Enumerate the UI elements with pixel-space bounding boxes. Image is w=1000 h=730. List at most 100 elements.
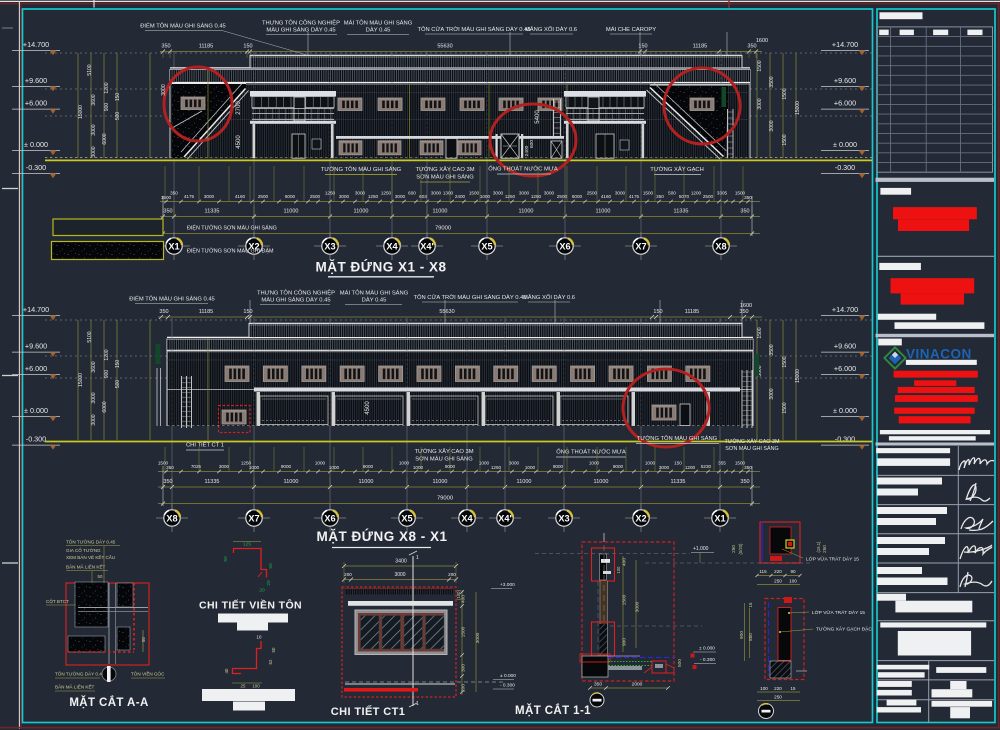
svg-text:MÁI CHE CAROPY: MÁI CHE CAROPY xyxy=(606,26,656,33)
svg-text:MÀU GHI SÁNG DÀY 0.45: MÀU GHI SÁNG DÀY 0.45 xyxy=(266,27,335,34)
svg-text:6000: 6000 xyxy=(102,401,108,412)
svg-text:3000: 3000 xyxy=(91,124,97,135)
svg-text:3000: 3000 xyxy=(431,191,442,196)
svg-text:15000: 15000 xyxy=(78,105,84,119)
svg-text:TÔN VIỀN GÓC: TÔN VIỀN GÓC xyxy=(131,671,165,677)
svg-text:SƠN MÀU GHI SÁNG: SƠN MÀU GHI SÁNG xyxy=(415,456,473,463)
svg-text:SƠN MÀU GHI SÁNG: SƠN MÀU GHI SÁNG xyxy=(725,445,778,452)
svg-text:BẢN MÃ LIÊN KẾT: BẢN MÃ LIÊN KẾT xyxy=(66,563,106,570)
svg-text:TƯỜNG XÂY CAO 3M: TƯỜNG XÂY CAO 3M xyxy=(414,448,473,455)
svg-text:X3: X3 xyxy=(324,241,335,251)
svg-text:150: 150 xyxy=(243,44,252,50)
svg-text:300: 300 xyxy=(461,664,467,672)
svg-text:DÀY 0.45: DÀY 0.45 xyxy=(366,27,391,34)
svg-text:X8: X8 xyxy=(715,241,726,251)
svg-text:1500: 1500 xyxy=(782,356,788,367)
svg-text:3400: 3400 xyxy=(395,559,407,565)
svg-text:400: 400 xyxy=(622,558,628,566)
svg-text:350: 350 xyxy=(747,44,756,50)
svg-text:350: 350 xyxy=(163,209,172,215)
svg-text:1500: 1500 xyxy=(782,402,788,413)
svg-text:2700: 2700 xyxy=(236,101,242,115)
svg-text:1250: 1250 xyxy=(368,194,379,199)
svg-text:11185: 11185 xyxy=(693,44,707,50)
svg-text:15000: 15000 xyxy=(795,369,801,383)
svg-text:600: 600 xyxy=(529,140,535,148)
svg-text:+14.700: +14.700 xyxy=(23,305,49,314)
svg-text:+6.000: +6.000 xyxy=(834,364,856,373)
svg-text:3000: 3000 xyxy=(219,464,230,469)
svg-text:3000: 3000 xyxy=(91,146,97,157)
svg-text:350: 350 xyxy=(170,191,178,196)
svg-text:2500: 2500 xyxy=(557,194,568,199)
svg-text:ĐIỆN TƯỜNG SƠN MÀU GHI ĐẬM: ĐIỆN TƯỜNG SƠN MÀU GHI ĐẬM xyxy=(187,247,274,255)
svg-text:MẶT ĐỨNG X1 - X8: MẶT ĐỨNG X1 - X8 xyxy=(316,260,447,275)
svg-text:500: 500 xyxy=(668,191,676,196)
svg-text:100: 100 xyxy=(252,684,260,689)
svg-text:1500: 1500 xyxy=(735,191,746,196)
svg-text:1600: 1600 xyxy=(740,303,752,309)
svg-text:9000: 9000 xyxy=(553,464,564,469)
svg-text:1500: 1500 xyxy=(643,191,654,196)
svg-text:1500: 1500 xyxy=(782,88,788,99)
svg-text:350: 350 xyxy=(161,44,170,50)
svg-text:350: 350 xyxy=(159,309,168,315)
svg-text:7025: 7025 xyxy=(191,464,202,469)
svg-text:2500: 2500 xyxy=(703,194,714,199)
svg-text:X1: X1 xyxy=(714,513,725,523)
svg-text:79000: 79000 xyxy=(437,496,453,502)
svg-text:ỐNG THOÁT NƯỚC MƯA: ỐNG THOÁT NƯỚC MƯA xyxy=(556,449,626,456)
svg-text:1000: 1000 xyxy=(249,465,260,470)
svg-text:X2: X2 xyxy=(635,513,646,523)
svg-text:X4': X4' xyxy=(420,241,433,251)
svg-text:(100): (100) xyxy=(456,590,461,600)
svg-text:CHI TIẾT CT 1: CHI TIẾT CT 1 xyxy=(186,442,224,449)
svg-text:X1: X1 xyxy=(168,241,179,251)
svg-text:1200: 1200 xyxy=(104,82,110,93)
svg-text:3000: 3000 xyxy=(339,194,350,199)
svg-text:1250: 1250 xyxy=(505,194,516,199)
svg-text:X4: X4 xyxy=(461,513,473,523)
svg-text:VINACON: VINACON xyxy=(906,347,972,362)
svg-text:DÀY 0.45: DÀY 0.45 xyxy=(362,297,387,304)
svg-text:LỚP VỮA TRÁT DÀY 15: LỚP VỮA TRÁT DÀY 15 xyxy=(812,609,865,616)
svg-text:3000: 3000 xyxy=(204,194,215,199)
svg-text:3000: 3000 xyxy=(757,365,763,376)
svg-text:3000: 3000 xyxy=(757,98,763,109)
svg-text:1000: 1000 xyxy=(589,461,600,466)
svg-text:MẶT CẮT 1-1: MẶT CẮT 1-1 xyxy=(515,704,591,717)
svg-text:+3.000: +3.000 xyxy=(500,582,515,588)
svg-text:MÀU GHI SÁNG DÀY 0.45: MÀU GHI SÁNG DÀY 0.45 xyxy=(261,297,330,304)
svg-text:6000: 6000 xyxy=(285,194,296,199)
svg-text:11000: 11000 xyxy=(517,479,532,485)
svg-text:1200: 1200 xyxy=(685,465,696,470)
svg-text:40: 40 xyxy=(224,668,229,673)
svg-text:± 0.000: ± 0.000 xyxy=(24,140,48,149)
svg-text:TƯỜNG XÂY CAO 3M: TƯỜNG XÂY CAO 3M xyxy=(415,166,474,173)
svg-text:55630: 55630 xyxy=(439,309,454,315)
svg-text:350: 350 xyxy=(740,209,749,215)
svg-text:5070: 5070 xyxy=(679,194,690,199)
svg-text:1250: 1250 xyxy=(491,465,502,470)
svg-text:900: 900 xyxy=(104,370,110,379)
svg-text:THƯNG TÔN CÔNG NGHIỆP: THƯNG TÔN CÔNG NGHIỆP xyxy=(257,289,335,297)
svg-text:900: 900 xyxy=(104,103,110,112)
svg-text:4160: 4160 xyxy=(235,194,246,199)
svg-text:1500: 1500 xyxy=(782,134,788,145)
svg-text:11000: 11000 xyxy=(359,479,374,485)
svg-text:1250: 1250 xyxy=(325,191,336,196)
svg-text:25: 25 xyxy=(241,684,246,689)
svg-text:1250: 1250 xyxy=(381,191,392,196)
svg-text:350: 350 xyxy=(656,194,664,199)
svg-text:+9.600: +9.600 xyxy=(25,76,47,85)
svg-text:50: 50 xyxy=(271,647,276,652)
svg-text:+14.700: +14.700 xyxy=(832,40,858,49)
svg-text:- 0.300: - 0.300 xyxy=(500,683,515,689)
svg-text:150: 150 xyxy=(115,360,121,369)
svg-text:X4': X4' xyxy=(498,513,511,523)
svg-text:350: 350 xyxy=(744,195,752,200)
svg-text:11335: 11335 xyxy=(205,479,220,485)
svg-text:11185: 11185 xyxy=(199,309,213,315)
svg-text:400: 400 xyxy=(461,595,467,603)
svg-text:3000: 3000 xyxy=(91,392,97,403)
